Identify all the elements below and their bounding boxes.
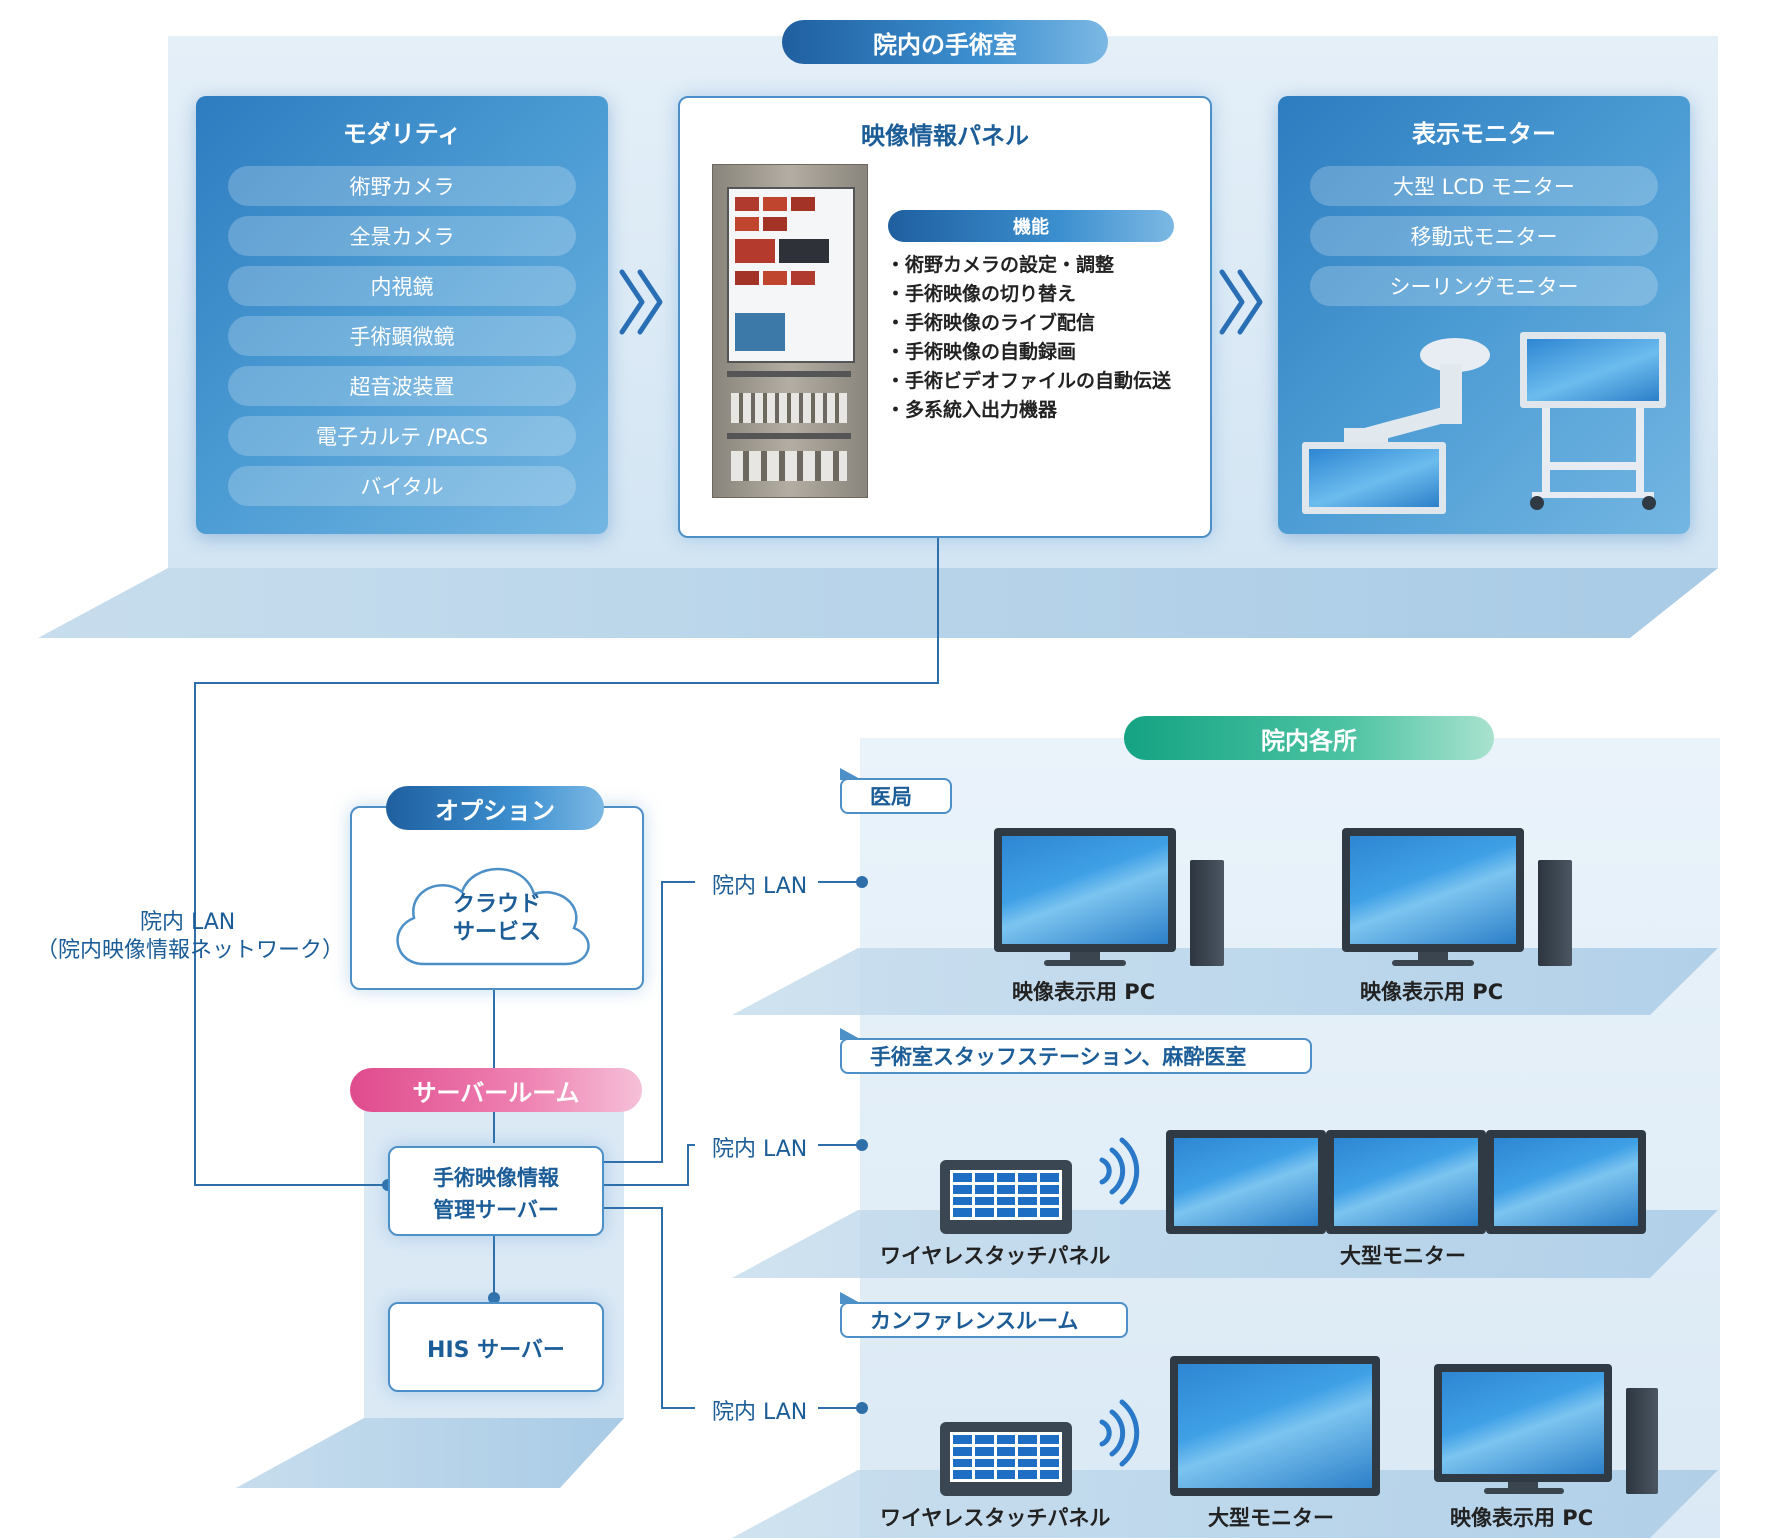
pc-monitor-icon [1342,828,1524,952]
pc-tower-icon [1538,860,1572,966]
line-lan3 [598,1207,695,1409]
server-line2: 管理サーバー [433,1198,559,1222]
function-item: ・手術映像の自動録画 [886,341,1077,363]
monitor-item: 移動式モニター [1310,216,1658,256]
device-label: ワイヤレスタッチパネル [880,1506,1111,1530]
lan-label-room3: 院内 LAN [712,1400,808,1425]
modality-panel: モダリティ 術野カメラ 全景カメラ 内視鏡 手術顕微鏡 超音波装置 電子カルテ … [196,96,608,534]
pc-monitor-icon [1434,1364,1612,1482]
his-server-label: HIS サーバー [427,1338,565,1363]
line-lan2 [598,1144,695,1186]
cloud-icon [396,867,590,966]
function-item: ・術野カメラの設定・調整 [886,254,1115,276]
pc-tower-icon [1626,1388,1658,1494]
modality-title: モダリティ [342,120,462,148]
panel-cabinet-icon [712,164,868,498]
room-tag-medical-office: 医局 [840,768,952,814]
arrow-panel-to-monitors [1219,269,1263,335]
arrow-modality-to-panel [619,269,663,335]
device-label: 映像表示用 PC [1450,1506,1594,1530]
server-room-title: サーバールーム [350,1068,642,1112]
hospital-areas-title: 院内各所 [1124,716,1494,760]
cloud-line2: サービス [452,920,541,945]
line-panel-to-lan [194,532,939,1186]
line-lan1 [598,881,695,1163]
or-section-title: 院内の手術室 [782,20,1108,64]
large-monitor-icon [1170,1356,1380,1496]
video-panel-title: 映像情報パネル [861,122,1029,150]
large-monitor-icon [1166,1130,1326,1234]
lan-label-room2: 院内 LAN [712,1137,808,1162]
lan-label-room1: 院内 LAN [712,874,808,899]
server-line1: 手術映像情報 [433,1166,559,1190]
display-monitors-panel: 表示モニター 大型 LCD モニター 移動式モニター シーリングモニター [1278,96,1690,534]
large-monitor-icon [1486,1130,1646,1234]
monitor-item: シーリングモニター [1310,266,1658,306]
pc-tower-icon [1190,860,1224,966]
touch-panel-icon [940,1160,1072,1234]
video-management-server: 手術映像情報 管理サーバー [388,1146,604,1236]
modality-item: 超音波装置 [228,366,576,406]
modality-item: バイタル [228,466,576,506]
device-label: 映像表示用 PC [1360,980,1504,1004]
wireless-icon [1099,1137,1140,1467]
modality-item: 全景カメラ [228,216,576,256]
modality-item: 内視鏡 [228,266,576,306]
pc-monitor-icon [994,828,1176,952]
cloud-line1: クラウド [452,892,541,917]
option-box: クラウド サービス [350,806,644,990]
device-label: 映像表示用 PC [1012,980,1156,1004]
function-label: 機能 [888,210,1174,242]
video-info-panel: 映像情報パネル 機能 ・術野カメラの設定・調整 ・手術映像の切り替え ・手術映像… [678,96,1212,538]
or-floor [38,568,1718,638]
mobile-monitor-icon [1520,332,1670,512]
touch-panel-icon [940,1422,1072,1496]
modality-item: 手術顕微鏡 [228,316,576,356]
monitor-item: 大型 LCD モニター [1310,166,1658,206]
room-tag-conference: カンファレンスルーム [840,1292,1128,1338]
device-label: ワイヤレスタッチパネル [880,1244,1111,1268]
option-title: オプション [386,786,604,830]
his-server: HIS サーバー [388,1302,604,1392]
function-item: ・手術映像の切り替え [886,283,1077,305]
ceiling-monitor-icon [1300,334,1490,514]
hospital-lan-label: 院内 LAN [140,910,236,935]
function-item: ・手術ビデオファイルの自動伝送 [886,370,1172,392]
hospital-lan-sub-label: （院内映像情報ネットワーク） [36,938,345,963]
device-label: 大型モニター [1340,1244,1466,1268]
monitors-title: 表示モニター [1412,120,1556,148]
function-item: ・手術映像のライブ配信 [886,312,1096,334]
modality-item: 術野カメラ [228,166,576,206]
large-monitor-icon [1326,1130,1486,1234]
modality-item: 電子カルテ /PACS [228,416,576,456]
room-tag-staff-station: 手術室スタッフステーション、麻酔医室 [840,1028,1312,1074]
server-floor [236,1418,624,1488]
device-label: 大型モニター [1208,1506,1334,1530]
function-item: ・多系統入出力機器 [886,399,1058,421]
